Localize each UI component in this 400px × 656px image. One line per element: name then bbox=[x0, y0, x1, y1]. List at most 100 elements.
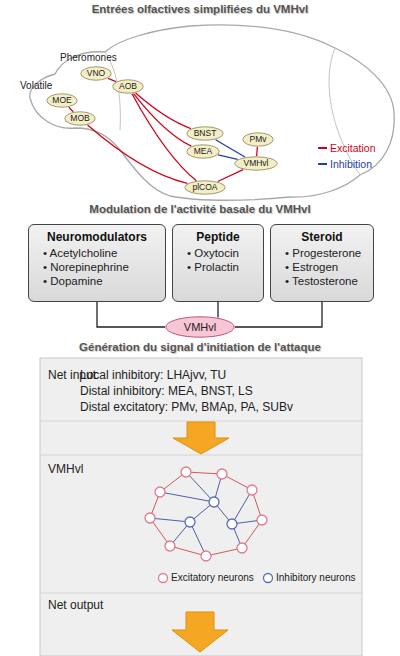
output-arrow bbox=[172, 612, 228, 652]
bullet-item: • Prolactin bbox=[179, 260, 257, 274]
input-line: Local inhibitory: LHAjvv, TU bbox=[80, 368, 226, 382]
legend-text: Excitation bbox=[330, 142, 376, 154]
ellipse-shape bbox=[187, 127, 223, 140]
section-title: Génération du signal d'initiation de l'a… bbox=[0, 341, 400, 353]
stage-band: Net inputLocal inhibitory: LHAjvv, TUDis… bbox=[40, 360, 362, 420]
excitatory-neuron bbox=[181, 467, 191, 477]
bullet-item: • Acetylcholine bbox=[35, 246, 159, 260]
inhibitory-neuron bbox=[227, 519, 237, 529]
ellipse-shape bbox=[166, 317, 234, 337]
ellipse-shape bbox=[47, 94, 77, 107]
stage-band: Net output bbox=[40, 594, 362, 656]
region-ellipse: MOE bbox=[46, 93, 78, 108]
region-name: MOE bbox=[52, 96, 71, 105]
cerebellum-line bbox=[329, 48, 360, 175]
signal-line bbox=[216, 140, 245, 157]
legend-text: Inhibitory neurons bbox=[276, 572, 356, 583]
box-heading: Peptide bbox=[179, 230, 257, 244]
synapse-line bbox=[186, 472, 214, 502]
inhibitory-neuron bbox=[209, 497, 219, 507]
input-label: Volatile bbox=[20, 80, 52, 91]
signal-line bbox=[218, 170, 243, 182]
input-label: Pheromones bbox=[60, 52, 117, 63]
region-ellipse: MOB bbox=[64, 111, 96, 126]
signal-line bbox=[256, 147, 258, 156]
category-box: Steroid • Progesterone• Estrogen• Testost… bbox=[270, 224, 374, 302]
legend-item: Inhibition bbox=[318, 158, 372, 170]
excitatory-neuron bbox=[145, 513, 155, 523]
region-ellipse: VMHvl bbox=[234, 156, 278, 171]
legend-text: Inhibition bbox=[330, 158, 372, 170]
signal-line bbox=[88, 125, 188, 183]
ellipse-shape bbox=[113, 80, 143, 93]
legend-item: Excitation bbox=[318, 142, 376, 154]
modulation-line bbox=[217, 302, 218, 318]
signal-line bbox=[136, 93, 191, 128]
region-ellipse: BNST bbox=[186, 126, 224, 141]
modulation-line bbox=[235, 302, 322, 327]
bullet-item: • Testosterone bbox=[277, 274, 367, 288]
region-name: AOB bbox=[119, 82, 137, 91]
panel-divider bbox=[40, 455, 362, 456]
ellipse-shape bbox=[185, 181, 225, 194]
legend-swatch bbox=[318, 147, 327, 149]
signal-line bbox=[218, 155, 238, 159]
synapse-line bbox=[150, 518, 190, 522]
neuron-network bbox=[145, 467, 267, 561]
ellipse-shape bbox=[235, 157, 277, 170]
ellipse-shape bbox=[243, 133, 273, 146]
category-box: Neuromodulators• Acetylcholine• Norepine… bbox=[28, 224, 166, 302]
panel-divider bbox=[40, 421, 362, 422]
box-heading: Steroid bbox=[277, 230, 367, 244]
region-name: plCOA bbox=[192, 183, 217, 192]
category-box: Peptide • Oxytocin• Prolactin bbox=[172, 224, 264, 302]
box-heading: Neuromodulators bbox=[35, 230, 159, 244]
stage-band: VMHvl bbox=[40, 456, 362, 592]
region-ellipse: PMv bbox=[242, 132, 274, 147]
region-ellipse: VNO bbox=[80, 66, 112, 81]
signal-line bbox=[108, 78, 116, 81]
panel-divider bbox=[40, 593, 362, 594]
excitatory-neuron bbox=[217, 469, 227, 479]
ellipse-shape bbox=[81, 67, 111, 80]
legend-swatch bbox=[318, 163, 327, 165]
stage-heading: VMHvl bbox=[48, 462, 83, 476]
region-name: MEA bbox=[194, 147, 212, 156]
input-line: Distal excitatory: PMv, BMAp, PA, SUBv bbox=[80, 400, 293, 414]
legend-item: Inhibitory neurons bbox=[276, 572, 356, 583]
excitatory-neuron bbox=[237, 543, 247, 553]
legend-sample bbox=[264, 574, 273, 583]
modulation-line bbox=[97, 302, 165, 327]
signal-line bbox=[69, 107, 73, 111]
stage-heading: Net output bbox=[48, 598, 103, 612]
excitatory-neuron bbox=[257, 515, 267, 525]
synapse-line bbox=[232, 490, 252, 524]
region-ellipse: AOB bbox=[112, 79, 144, 94]
excitatory-neuron bbox=[247, 485, 257, 495]
input-line: Distal inhibitory: MEA, BNST, LS bbox=[80, 384, 253, 398]
signal-line bbox=[132, 94, 196, 181]
bullet-item: • Oxytocin bbox=[179, 246, 257, 260]
region-name: VMHvl bbox=[184, 322, 216, 333]
bullet-item: • Estrogen bbox=[277, 260, 367, 274]
brain-outline bbox=[30, 25, 394, 200]
section-title: Entrées olfactives simplifiées du VMHvl bbox=[0, 3, 400, 15]
excitatory-neuron bbox=[165, 541, 175, 551]
ellipse-shape bbox=[65, 112, 95, 125]
legend-sample bbox=[159, 574, 168, 583]
region-name: PMv bbox=[250, 135, 267, 144]
bullet-item: • Progesterone bbox=[277, 246, 367, 260]
excitatory-neuron bbox=[155, 487, 165, 497]
panel-background bbox=[40, 358, 362, 656]
bullet-item: • Dopamine bbox=[35, 274, 159, 288]
region-ellipse: plCOA bbox=[184, 180, 226, 195]
region-ellipse: MEA bbox=[186, 144, 220, 159]
legend-item: Excitatory neurons bbox=[171, 572, 254, 583]
flow-arrow bbox=[173, 422, 229, 454]
ellipse-shape bbox=[187, 145, 219, 158]
excitatory-neuron bbox=[201, 551, 211, 561]
section-title: Modulation de l'activité basale du VMHvl bbox=[0, 203, 400, 215]
region-name: VNO bbox=[87, 69, 105, 78]
